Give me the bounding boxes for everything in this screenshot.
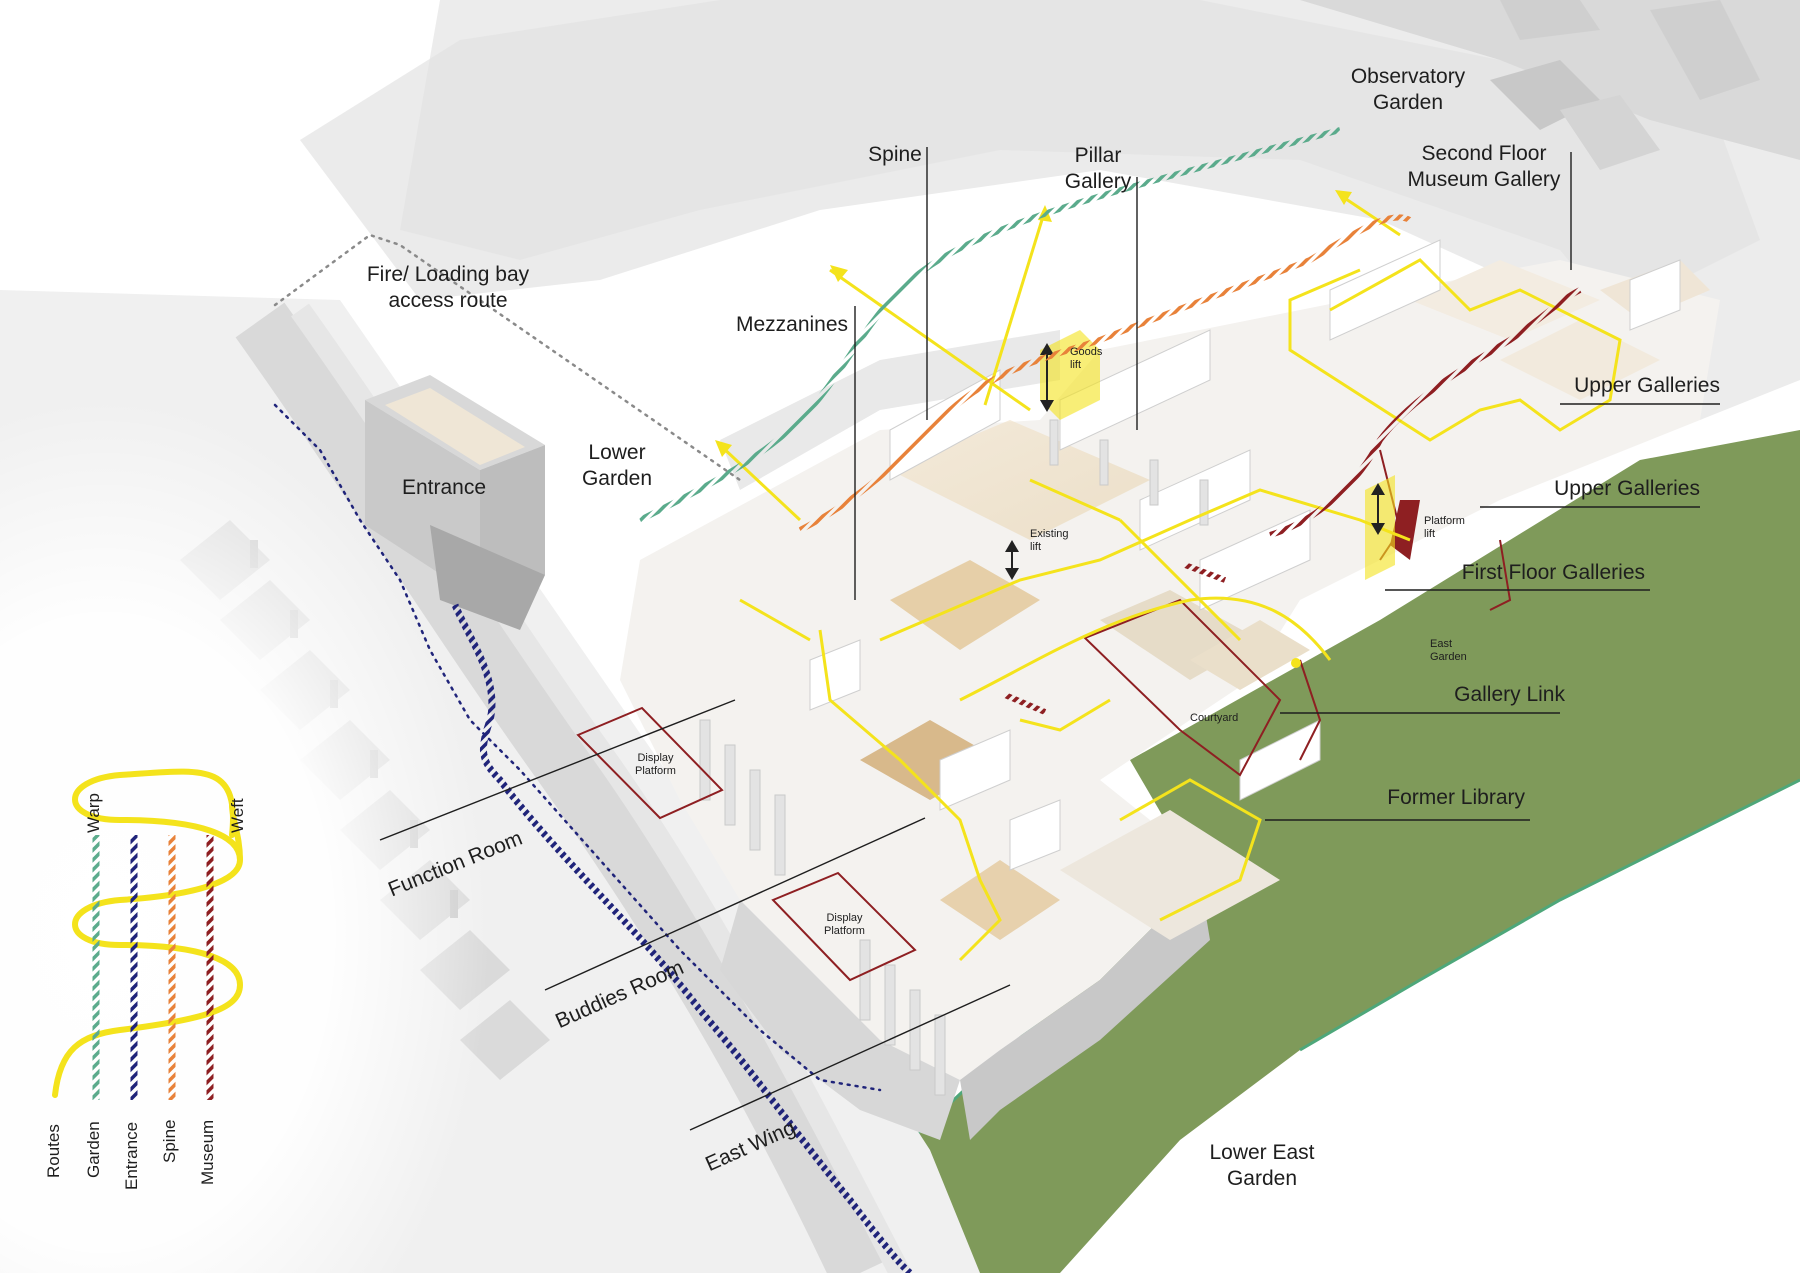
label-pillar-gallery: Pillar Gallery [1064,144,1132,193]
garden-route [638,127,1341,523]
label-existing-lift: Existing lift [1030,528,1069,553]
legend-weft-title: Weft [228,798,247,833]
museum-route [1269,287,1582,538]
label-first-floor-galleries: First Floor Galleries [1461,561,1645,584]
label-goods-lift: Goods lift [1070,346,1103,371]
routes [739,258,1622,962]
label-former-library: Former Library [1387,786,1525,809]
platform-lift-marker [1365,475,1395,580]
label-courtyard: Courtyard [1190,712,1239,724]
label-display-platform-1: Display Platform [635,752,676,777]
label-platform-lift: Platform lift [1424,515,1465,540]
legend-warp-title: Warp [84,793,103,833]
label-spine: Spine [868,143,922,166]
spine-route [798,214,1412,533]
legend-routes: Routes [44,1124,63,1178]
label-east-garden: East Garden [1430,638,1467,663]
label-observatory-garden: Observatory Garden [1350,65,1466,114]
label-gallery-link: Gallery Link [1454,683,1565,706]
label-lower-garden: Lower Garden [581,441,653,490]
label-second-floor-museum-gallery: Second Floor Museum Gallery [1407,142,1561,191]
label-upper-galleries-2: Upper Galleries [1554,477,1700,500]
display-platform-1 [576,706,724,820]
label-entrance: Entrance [401,476,487,499]
entrance-access-route [273,403,882,1092]
fire-access-route [273,233,742,482]
label-mezzanines: Mezzanines [735,313,849,336]
label-fire-loading-access: Fire/ Loading bay access route [366,263,530,312]
label-lower-east-garden: Lower East Garden [1209,1141,1315,1190]
legend-spine: Spine [160,1119,179,1163]
legend-museum: Museum [198,1119,217,1185]
entrance-block [365,375,545,630]
label-display-platform-2: Display Platform [824,912,865,937]
legend-garden: Garden [84,1121,103,1178]
legend-entrance: Entrance [122,1121,141,1190]
display-platform-2 [771,871,917,982]
label-upper-galleries-1: Upper Galleries [1574,374,1720,397]
existing-lift-marker [1005,540,1019,580]
legend-graphic [52,768,244,1100]
entrance-route [451,603,913,1273]
